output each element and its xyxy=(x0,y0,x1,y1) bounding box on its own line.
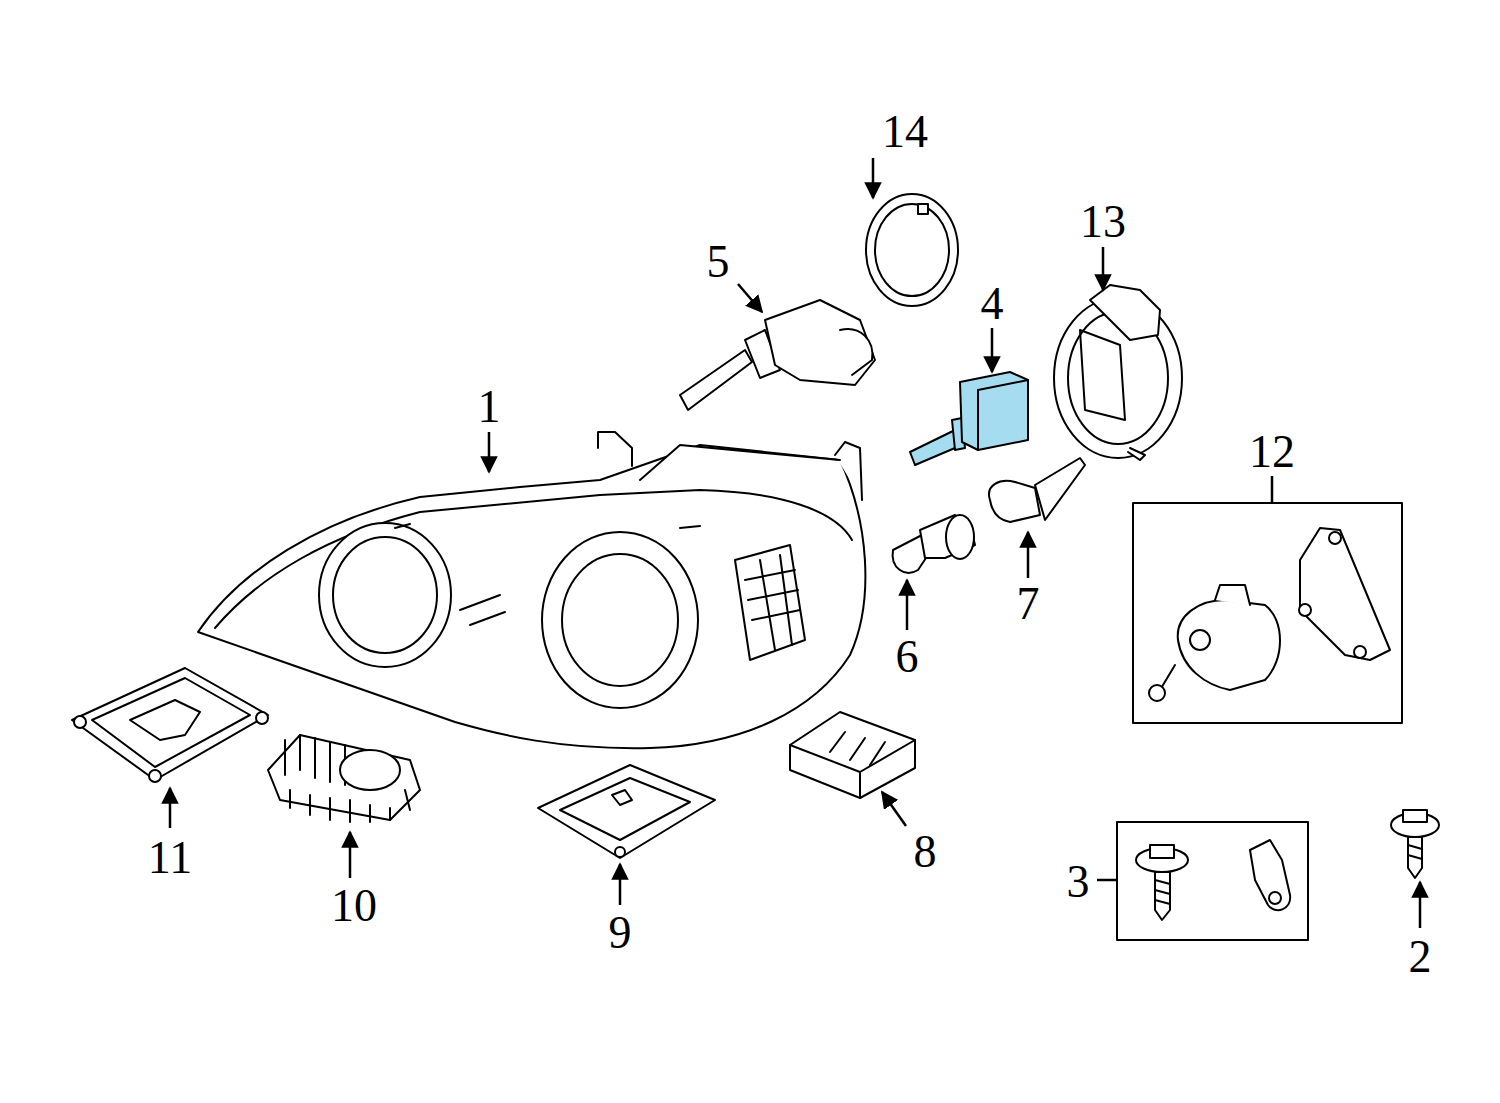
wedge-bulb xyxy=(893,515,975,573)
callout-number: 12 xyxy=(1247,429,1297,475)
module xyxy=(790,712,915,798)
bolt-kit xyxy=(1117,822,1308,940)
callout-number: 5 xyxy=(705,239,732,285)
socket-bulb xyxy=(989,458,1085,522)
callout-number: 8 xyxy=(912,829,939,875)
control-module xyxy=(72,668,268,782)
callout-number: 6 xyxy=(894,634,921,680)
leader-lines xyxy=(170,158,1420,928)
callout-number: 9 xyxy=(607,910,634,956)
bulb-holder xyxy=(1054,285,1182,460)
headlight-housing xyxy=(198,432,865,748)
retaining-ring xyxy=(866,194,958,306)
callout-number: 4 xyxy=(979,281,1006,327)
halogen-bulb xyxy=(680,300,875,410)
screw xyxy=(1391,810,1439,878)
callout-number: 3 xyxy=(1065,859,1092,905)
highlighted-bulb xyxy=(910,372,1028,465)
callout-number: 10 xyxy=(329,883,379,929)
heat-sink xyxy=(268,735,420,822)
callout-number: 1 xyxy=(476,384,503,430)
callout-number: 7 xyxy=(1015,581,1042,627)
callout-number: 11 xyxy=(146,835,194,881)
callout-number: 14 xyxy=(880,109,930,155)
leveling-motor-kit xyxy=(1133,503,1402,723)
callout-number: 2 xyxy=(1407,934,1434,980)
callout-number: 13 xyxy=(1078,199,1128,245)
ballast xyxy=(538,765,715,858)
